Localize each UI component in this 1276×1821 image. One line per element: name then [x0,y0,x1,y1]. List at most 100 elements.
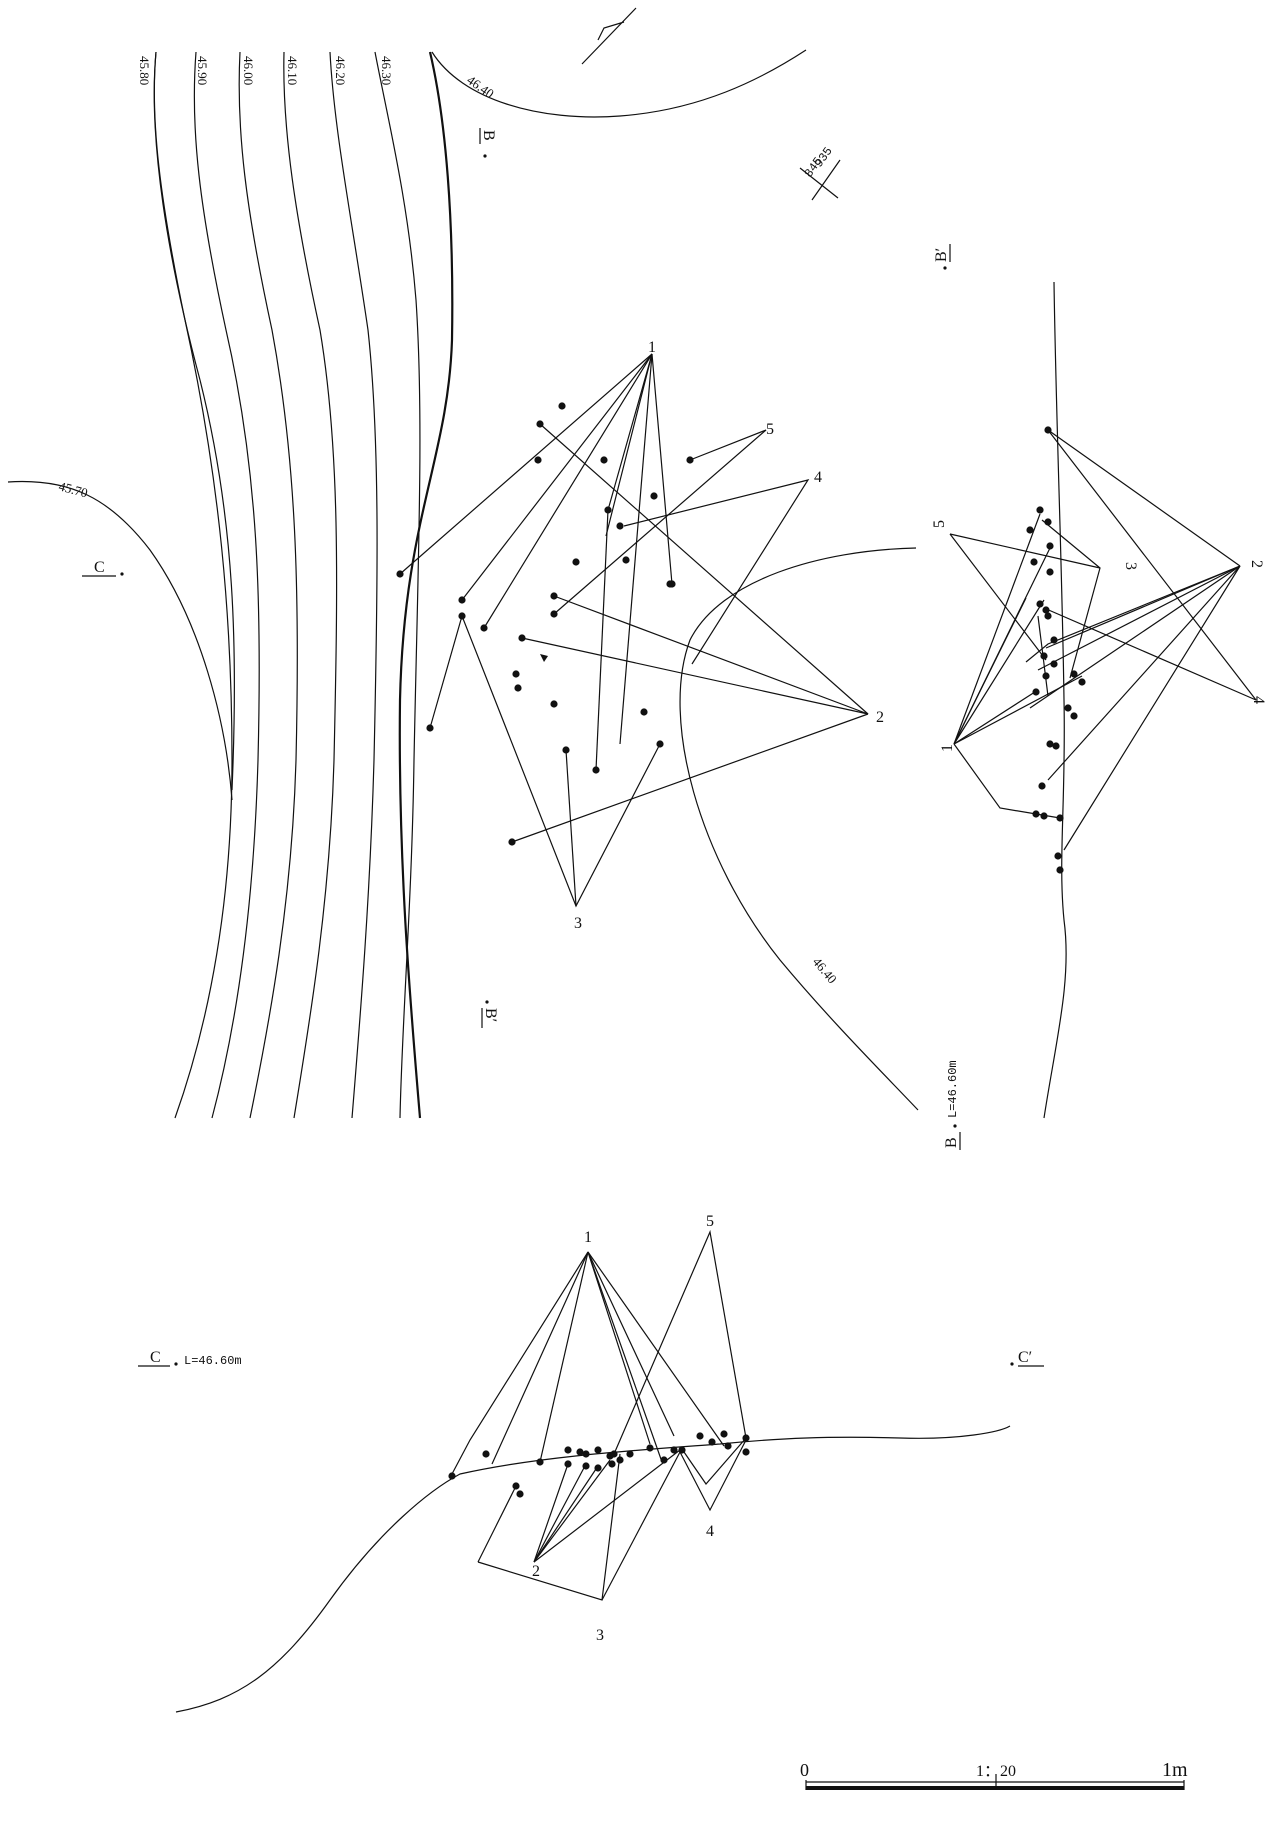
section-mark-c-left: C [82,559,124,577]
artifact-dot [426,724,434,732]
svg-text:B′: B′ [482,1008,499,1022]
section-b-point-2: 2 [1248,560,1265,568]
section-c-point-3: 3 [596,1627,604,1644]
artifact-dot [512,1482,520,1490]
contour-45-70 [7,480,233,801]
artifact-dot [480,624,488,632]
section-c-ground-line [175,1425,1011,1713]
section-c: 1 2 3 4 5 C L=4 [138,1213,1044,1713]
artifact-dot [1070,712,1078,720]
section-b-point-4: 4 [1250,696,1267,704]
svg-text:B: B [943,1137,960,1148]
artifact-dot [594,1464,602,1472]
artifact-dot [482,1450,490,1458]
artifact-dot [576,1448,584,1456]
artifact-dot [604,506,612,514]
artifact-dot [668,580,676,588]
section-c-point-4: 4 [706,1523,714,1540]
north-arrow-mark [581,7,637,65]
contour-46-40-right [679,547,919,1111]
contour-46-10 [283,51,338,1119]
contour-label: 46.20 [333,56,348,85]
artifact-dot [724,1442,732,1450]
artifact-dot [582,1450,590,1458]
artifact-dot [562,746,570,754]
section-b-point-1: 1 [939,744,956,752]
artifact-dot [1040,812,1048,820]
section-b-link-lines [949,429,1257,851]
section-mark-b-top-right: B′ [933,244,951,270]
artifact-dot [1032,810,1040,818]
svg-text:C: C [94,559,105,576]
contour-label: 45.70 [57,478,89,500]
scale-end-label: 1m [1162,1759,1188,1781]
artifact-dot [550,700,558,708]
artifact-dot [656,740,664,748]
artifact-dot [550,592,558,600]
artifact-dot [508,838,516,846]
contour-45-90 [193,51,260,1119]
artifact-dot [1044,518,1052,526]
artifact-dot [678,1446,686,1454]
artifact-dot [1052,742,1060,750]
artifact-dot [518,634,526,642]
artifact-dot [448,1472,456,1480]
artifact-dot [1036,506,1044,514]
artifact-dot [1030,558,1038,566]
section-b: 1 2 3 4 5 [931,281,1267,1119]
artifact-dot [592,766,600,774]
contour-label: 46.40 [810,954,840,986]
artifact-dot [396,570,404,578]
artifact-dot [610,1450,618,1458]
contour-bold-edge [398,51,454,1119]
artifact-dot [572,558,580,566]
artifact-dot [742,1434,750,1442]
contour-label: 46.30 [379,56,394,85]
contour-46-40-top [431,49,807,118]
artifact-dot [626,1450,634,1458]
section-c-point-1: 1 [584,1229,592,1246]
contour-label: 45.80 [137,56,152,85]
section-c-title-left: C L=46.60m [138,1349,242,1368]
section-b-ground-line [1043,281,1067,1119]
plan-link-lines [399,353,869,908]
artifact-dot [1044,426,1052,434]
section-c-point-2: 2 [532,1563,540,1580]
plan-triangle-marker [540,654,548,662]
svg-text:C′: C′ [1018,1349,1032,1366]
section-c-level: L=46.60m [184,1354,242,1368]
artifact-dot [1032,688,1040,696]
artifact-dot [1046,542,1054,550]
artifact-dot [1036,600,1044,608]
section-c-title-right: C′ [1010,1349,1044,1367]
artifact-dot [1038,782,1046,790]
artifact-dot [622,556,630,564]
artifact-dot [616,522,624,530]
artifact-dot [550,610,558,618]
section-b-point-3: 3 [1122,562,1139,570]
svg-text:C: C [150,1349,161,1366]
artifact-dot [582,1462,590,1470]
artifact-dot [646,1444,654,1452]
artifact-dot [1050,636,1058,644]
artifact-dot [1042,672,1050,680]
artifact-dot [708,1438,716,1446]
artifact-dot [742,1448,750,1456]
plan-point-3: 3 [574,915,582,932]
contour-46-20 [329,51,378,1119]
artifact-dot [512,670,520,678]
section-mark-b-bottom: B′ [481,1000,499,1028]
artifact-dot [670,1446,678,1454]
artifact-dot [458,596,466,604]
svg-text:B: B [480,130,497,141]
artifact-dot [640,708,648,716]
contour-label: 46.10 [285,56,300,85]
artifact-dot [1070,670,1078,678]
artifact-dot [608,1460,616,1468]
plan-point-1: 1 [648,339,656,356]
section-c-point-5: 5 [706,1213,714,1230]
plan-point-5: 5 [766,421,774,438]
artifact-dot [1056,814,1064,822]
